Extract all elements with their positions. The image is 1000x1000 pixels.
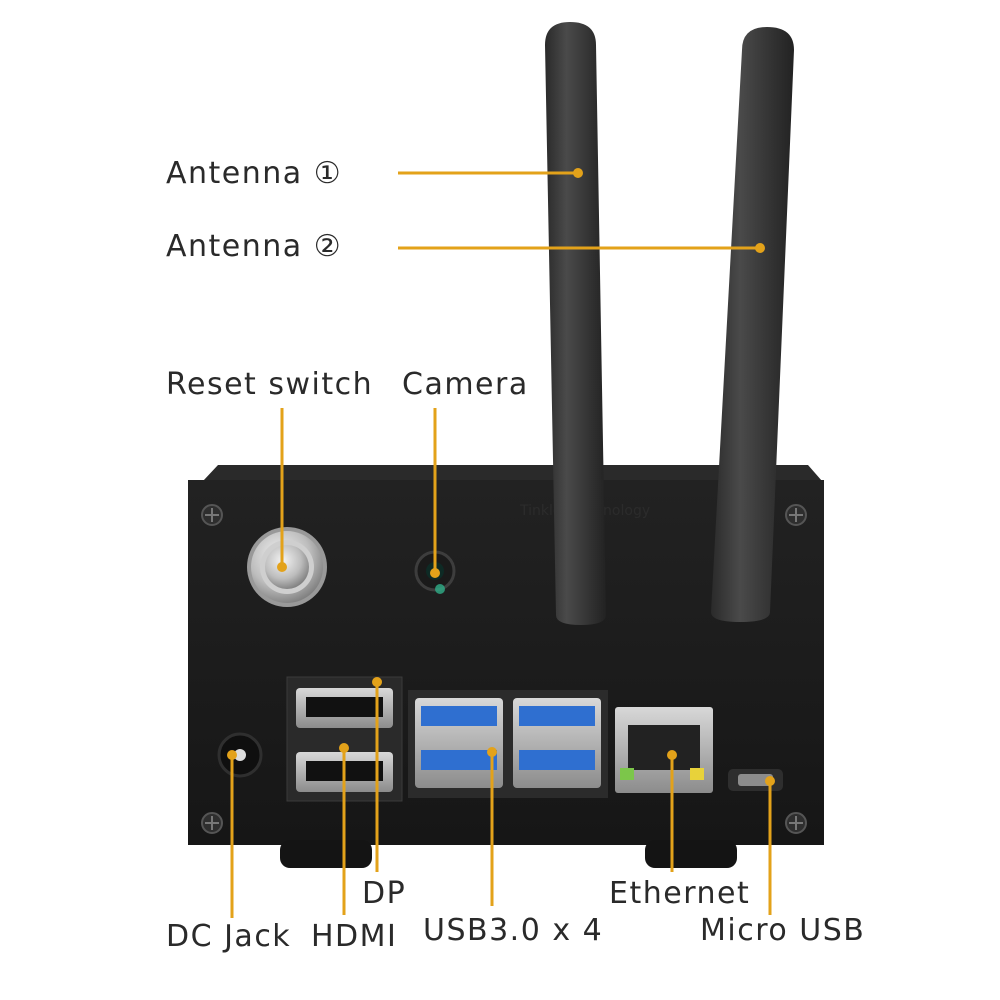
label-usb: USB3.0 x 4 <box>423 913 604 948</box>
label-camera: Camera <box>402 367 529 402</box>
leader-lines <box>230 171 772 918</box>
label-hdmi: HDMI <box>311 919 398 954</box>
label-antenna-1: Antenna ① <box>166 156 343 191</box>
label-antenna-2: Antenna ② <box>166 229 343 264</box>
dp-hdmi-port-block <box>286 676 403 802</box>
foot-right <box>645 840 737 868</box>
foot-left <box>280 840 372 868</box>
case-top <box>203 465 822 481</box>
label-dc-jack: DC Jack <box>166 919 292 954</box>
label-micro-usb: Micro USB <box>700 913 866 948</box>
label-dp: DP <box>362 876 407 911</box>
label-ethernet: Ethernet <box>609 876 751 911</box>
ethernet-port-icon <box>615 707 713 793</box>
leader-dots <box>227 168 775 786</box>
label-reset-switch: Reset switch <box>166 367 374 402</box>
antenna-2 <box>711 27 794 622</box>
dc-jack-icon <box>217 732 263 778</box>
usb-port-block <box>408 690 608 798</box>
